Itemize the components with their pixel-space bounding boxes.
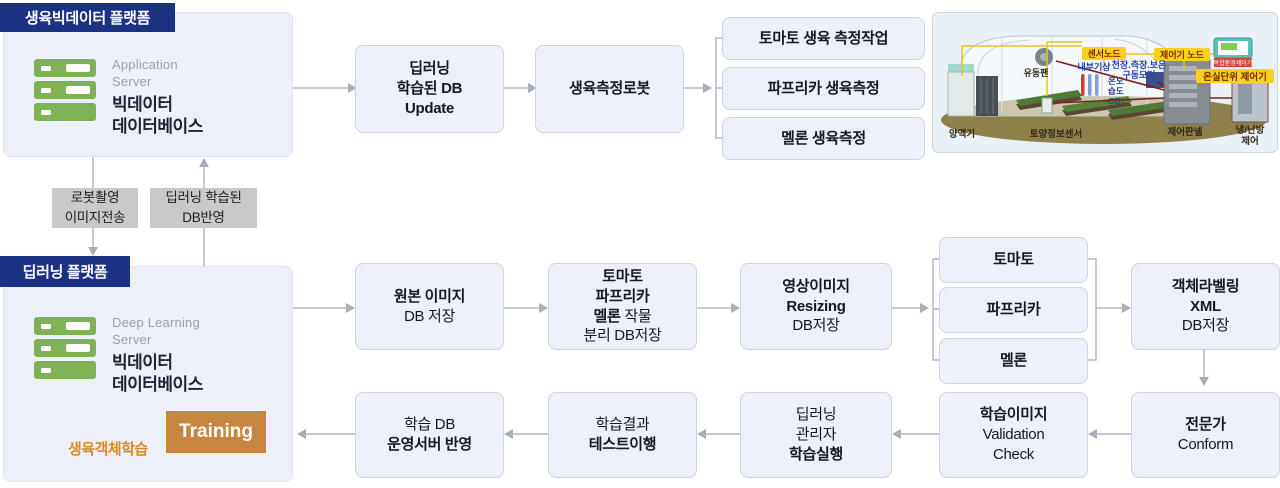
nutrient-label: 양액기 xyxy=(949,128,975,140)
unit-controller-label: 온실단위 제어기 xyxy=(1203,71,1267,83)
line: 학습 DB xyxy=(403,416,456,434)
server-name-label: 빅데이터 데이터베이스 xyxy=(112,94,203,136)
hvac-unit xyxy=(1231,77,1269,123)
line-part: 멜론 xyxy=(593,307,621,325)
line: Validation xyxy=(982,426,1045,444)
line: 토마토 생육 측정작업 xyxy=(758,29,889,47)
fan-icon xyxy=(1035,48,1053,66)
line: 멜론 생육측정 xyxy=(781,129,866,147)
line: 학습결과 xyxy=(595,416,650,434)
server-icon xyxy=(34,59,96,121)
line: 토마토 xyxy=(993,251,1034,269)
hvac-label-2: 제어 xyxy=(1241,135,1258,147)
server-name-label: 빅데이터 데이터베이스 xyxy=(112,352,203,394)
control-arrows xyxy=(1053,60,1232,104)
badge-label: 생육빅데이터 플랫폼 xyxy=(24,10,151,27)
line-part: 작물 xyxy=(620,307,652,325)
line: DB저장 xyxy=(792,317,840,335)
server-info: Application Server 빅데이터 데이터베이스 xyxy=(112,57,203,138)
flow-box-resizing-db: 영상이미지 Resizing DB저장 xyxy=(740,263,892,350)
flow-box-growth-robot: 생육측정로봇 xyxy=(535,45,684,133)
flow-box-paprika-measure: 파프리카 생육측정 xyxy=(722,67,925,110)
line: 멜론 xyxy=(999,352,1027,370)
control-cabinet xyxy=(1163,59,1211,125)
flow-box-crop-split-db: 토마토 파프리카 멜론 작물 분리 DB저장 xyxy=(548,263,697,350)
line: 토마토 xyxy=(602,267,643,285)
flow-box-db-deploy: 학습 DB 운영서버 반영 xyxy=(355,392,504,478)
motor-label-1: 천장.측장.보온 xyxy=(1112,59,1167,70)
line: XML xyxy=(1190,297,1221,315)
flow-box-paprika: 파프리카 xyxy=(939,287,1088,333)
line: 운영서버 반영 xyxy=(387,436,472,453)
line: Update xyxy=(404,99,455,117)
panel-label: 제어판넬 xyxy=(1168,126,1203,138)
controller-node-label: 제어기 노드 xyxy=(1160,49,1205,60)
motor-label-2: 구동모터 xyxy=(1122,69,1155,80)
flow-box-validation-check: 학습이미지 Validation Check xyxy=(939,392,1088,478)
sensor-node-label: 센서노드 xyxy=(1087,48,1121,59)
training-box: Training xyxy=(166,411,266,453)
line: 멜론 작물 xyxy=(594,307,652,327)
greenhouse-illustration: 복합환경제어기 센서노드 제어기 노드 온실단위 제어기 내부기상 xyxy=(932,12,1278,153)
soil-sensor xyxy=(1041,97,1053,114)
flow-box-tomato: 토마토 xyxy=(939,237,1088,283)
indoor-weather-label: 내부기상 xyxy=(1077,61,1111,72)
line: 관리자 xyxy=(795,426,837,444)
line: Resizing xyxy=(786,297,846,315)
line: DB저장 xyxy=(1181,317,1230,335)
line: 테스트이행 xyxy=(588,436,657,453)
line: 딥러닝 xyxy=(795,406,837,424)
drive-motor xyxy=(1146,72,1164,88)
soil-sensor-label: 토양정보센서 xyxy=(1030,128,1082,140)
temp-label: 온도 xyxy=(1108,76,1124,86)
line: 학습실행 xyxy=(788,445,843,463)
greenhouse-labels: 센서노드 제어기 노드 온실단위 제어기 내부기상 천장.측장.보온 구동모터 … xyxy=(949,47,1274,147)
growth-object-learning-label: 생육객체학습 xyxy=(68,441,148,458)
trained-db-reflect-label: 딥러닝 학습된 DB반영 xyxy=(150,188,257,228)
line: 파프리카 xyxy=(595,287,650,305)
deep-learning-platform-badge: 딥러닝 플랫폼 xyxy=(0,256,130,287)
line: 분리 DB저장 xyxy=(583,327,662,345)
line: DB 저장 xyxy=(403,307,456,325)
line: 객체라벨링 xyxy=(1171,277,1240,295)
line: 전문가 xyxy=(1185,416,1226,434)
flow-box-trained-db-update: 딥러닝 학습된 DB Update xyxy=(355,45,504,133)
line: 파프리카 생육측정 xyxy=(767,79,880,97)
line: 생육측정로봇 xyxy=(568,80,650,98)
thermometer-icons xyxy=(1081,74,1099,96)
flow-box-expert-conform: 전문가 Conform xyxy=(1131,392,1280,478)
flow-box-melon-measure: 멜론 생육측정 xyxy=(722,117,925,160)
co2-label: CO₂ xyxy=(1108,96,1125,106)
line: Conform xyxy=(1177,436,1234,453)
device-label: 복합환경제어기 xyxy=(1214,59,1253,67)
nutrient-machine xyxy=(947,64,998,117)
line: 학습된 DB xyxy=(396,80,463,98)
server-type-label: Application Server xyxy=(112,57,178,89)
growth-bigdata-platform-panel: Application Server 빅데이터 데이터베이스 xyxy=(3,12,293,157)
line: 파프리카 xyxy=(986,301,1041,319)
server-type-label: Deep Learning Server xyxy=(112,315,200,347)
flow-box-test-run: 학습결과 테스트이행 xyxy=(548,392,697,478)
server-icon xyxy=(34,317,96,379)
growth-bigdata-platform-badge: 생육빅데이터 플랫폼 xyxy=(0,3,175,32)
robot-image-transfer-label: 로봇촬영 이미지전송 xyxy=(52,188,138,228)
humidity-label: 습도 xyxy=(1108,86,1124,96)
badge-label: 딥러닝 플랫폼 xyxy=(22,264,108,281)
line: 원본 이미지 xyxy=(393,287,466,305)
line: Check xyxy=(992,445,1035,463)
flow-box-original-image-db: 원본 이미지 DB 저장 xyxy=(355,263,504,350)
hvac-label-1: 냉/난방 xyxy=(1236,124,1265,136)
unit-controller-device: 복합환경제어기 xyxy=(1213,37,1253,67)
sensor-lines xyxy=(961,41,1214,96)
flow-box-melon: 멜론 xyxy=(939,338,1088,384)
fan-label: 유동팬 xyxy=(1024,67,1049,78)
line: 딥러닝 xyxy=(409,60,450,78)
flow-box-object-labeling-xml: 객체라벨링 XML DB저장 xyxy=(1131,263,1280,350)
server-info: Deep Learning Server 빅데이터 데이터베이스 xyxy=(112,315,203,396)
flow-box-tomato-measure: 토마토 생육 측정작업 xyxy=(722,17,925,60)
line: 학습이미지 xyxy=(979,406,1048,424)
flow-box-training-execute: 딥러닝 관리자 학습실행 xyxy=(740,392,892,478)
line: 영상이미지 xyxy=(782,277,850,295)
